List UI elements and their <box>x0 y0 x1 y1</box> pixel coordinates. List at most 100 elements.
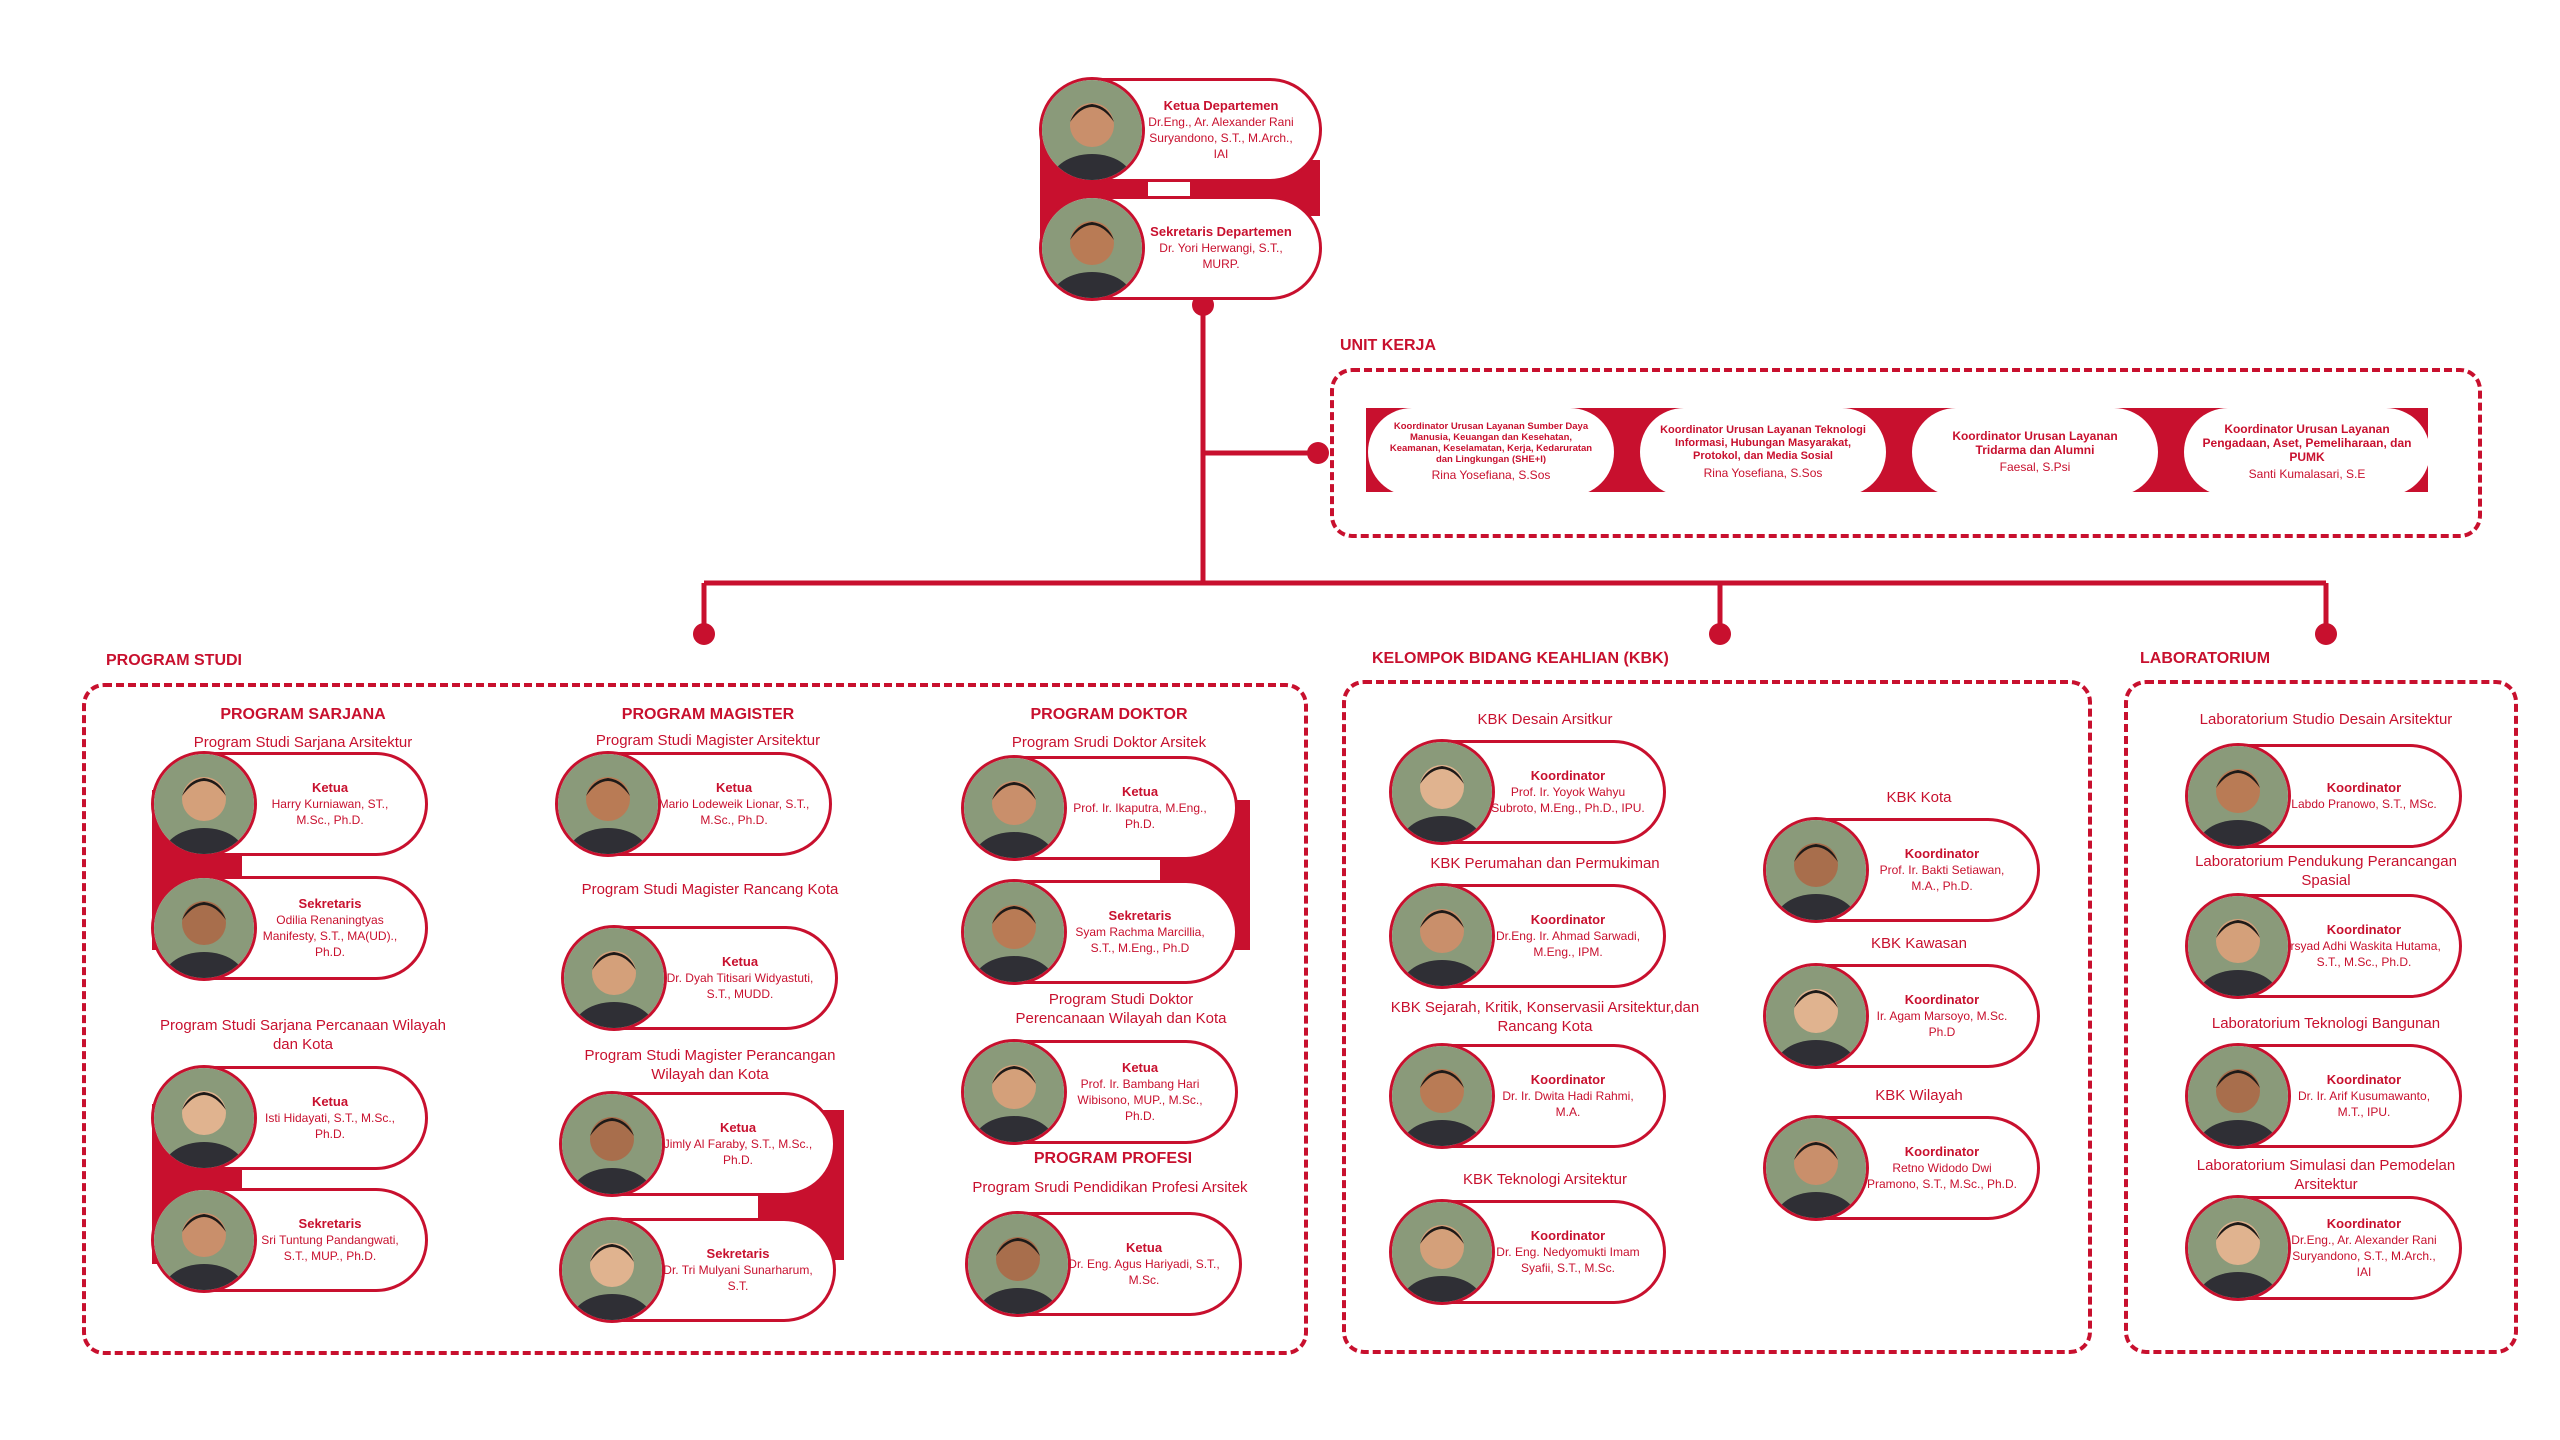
person-name: Dr. Eng. Agus Hariyadi, S.T., M.Sc. <box>1068 1257 1220 1287</box>
person-role: Ketua <box>719 1120 757 1135</box>
person-photo-icon <box>1763 963 1869 1069</box>
person-role: Koordinator <box>2326 780 2402 795</box>
program-profesi-title: PROGRAM PROFESI <box>1033 1150 1193 1167</box>
unit-card: Koordinator Urusan Layanan Teknologi Inf… <box>1640 408 1886 496</box>
person-photo-icon <box>555 751 661 857</box>
person-photo-icon <box>2185 1043 2291 1149</box>
person-photo-icon <box>151 1187 257 1293</box>
person-role: Koordinator <box>2326 1072 2402 1087</box>
person-name: Sri Tuntung Pandangwati, S.T., MUP., Ph.… <box>261 1233 399 1263</box>
person-role: Koordinator <box>1904 846 1980 861</box>
person-name: Irsyad Adhi Waskita Hutama, S.T., M.Sc.,… <box>2287 939 2441 969</box>
unit-role: Koordinator Urusan Layanan Teknologi Inf… <box>1660 423 1866 462</box>
person-name: Dr. Yori Herwangi, S.T., MURP. <box>1159 241 1283 271</box>
person-photo-icon <box>1389 1199 1495 1305</box>
prodi-title: Program Studi Sarjana Arsitektur <box>193 734 413 751</box>
person-role: Koordinator <box>1530 1072 1606 1087</box>
person-role: Koordinator <box>1530 768 1606 783</box>
lab-name: Laboratorium Studio Desain Arsitektur <box>2199 711 2453 728</box>
person-photo-icon <box>1389 1043 1495 1149</box>
program-magister-title: PROGRAM MAGISTER <box>621 706 795 723</box>
person-role: Ketua <box>1125 1240 1163 1255</box>
person-role: Sekretaris <box>298 896 362 911</box>
lab-name: Laboratorium Pendukung Perancangan Spasi… <box>2195 853 2457 889</box>
person-name: Labdo Pranowo, S.T., MSc. <box>2291 797 2437 811</box>
person-name: Retno Widodo Dwi Pramono, S.T., M.Sc., P… <box>1866 1161 2018 1191</box>
person-photo-icon <box>961 879 1067 985</box>
person-name: Prof. Ir. Ikaputra, M.Eng., Ph.D. <box>1073 801 1207 831</box>
person-name: Jimly Al Faraby, S.T., M.Sc., Ph.D. <box>663 1137 813 1167</box>
unit-person-name: Faesal, S.Psi <box>1999 460 2071 474</box>
lab-name: Laboratorium Teknologi Bangunan <box>2211 1015 2441 1032</box>
person-role: Sekretaris <box>298 1216 362 1231</box>
unit-card: Koordinator Urusan Layanan Tridarma dan … <box>1912 408 2158 496</box>
kbk-name: KBK Sejarah, Kritik, Konservasii Arsitek… <box>1390 999 1700 1035</box>
person-photo-icon <box>2185 743 2291 849</box>
person-role: Ketua <box>1121 1060 1159 1075</box>
unit-person-name: Rina Yosefiana, S.Sos <box>1431 468 1551 482</box>
person-role: Koordinator <box>1904 992 1980 1007</box>
person-role: Ketua <box>1121 784 1159 799</box>
kbk-name: KBK Wilayah <box>1875 1087 1963 1104</box>
unit-kerja-title: UNIT KERJA <box>1340 337 1437 354</box>
program-studi-box <box>82 683 1308 1355</box>
person-name: Prof. Ir. Bambang Hari Wibisono, MUP., M… <box>1077 1077 1203 1123</box>
person-photo-icon <box>1389 883 1495 989</box>
person-role: Sekretaris Departemen <box>1150 224 1292 239</box>
person-name: Mario Lodeweik Lionar, S.T., M.Sc., Ph.D… <box>658 797 810 827</box>
person-name: Dr. Ir. Dwita Hadi Rahmi, M.A. <box>1502 1089 1634 1119</box>
kbk-name: KBK Perumahan dan Permukiman <box>1430 855 1660 872</box>
unit-card: Koordinator Urusan Layanan Sumber Daya M… <box>1368 408 1614 496</box>
person-photo-icon <box>151 751 257 857</box>
person-name: Dr. Ir. Arif Kusumawanto, M.T., IPU. <box>2297 1089 2431 1119</box>
person-name: Dr.Eng., Ar. Alexander Rani Suryandono, … <box>2291 1233 2437 1279</box>
person-photo-icon <box>961 1039 1067 1145</box>
prodi-title: Program Srudi Doktor Arsitek <box>1011 734 1207 751</box>
lab-box <box>2124 680 2518 1354</box>
connector-dot <box>2315 623 2337 645</box>
person-name: Dr.Eng., Ar. Alexander Rani Suryandono, … <box>1148 115 1294 161</box>
lab-name: Laboratorium Simulasi dan Pemodelan Arsi… <box>2196 1157 2456 1193</box>
connector-dot <box>1709 623 1731 645</box>
person-name: Dr. Eng. Nedyomukti Imam Syafii, S.T., M… <box>1496 1245 1640 1275</box>
connector-dot <box>693 623 715 645</box>
person-role: Koordinator <box>2326 922 2402 937</box>
prodi-title: Program Studi Doktor Perencanaan Wilayah… <box>1015 991 1227 1027</box>
